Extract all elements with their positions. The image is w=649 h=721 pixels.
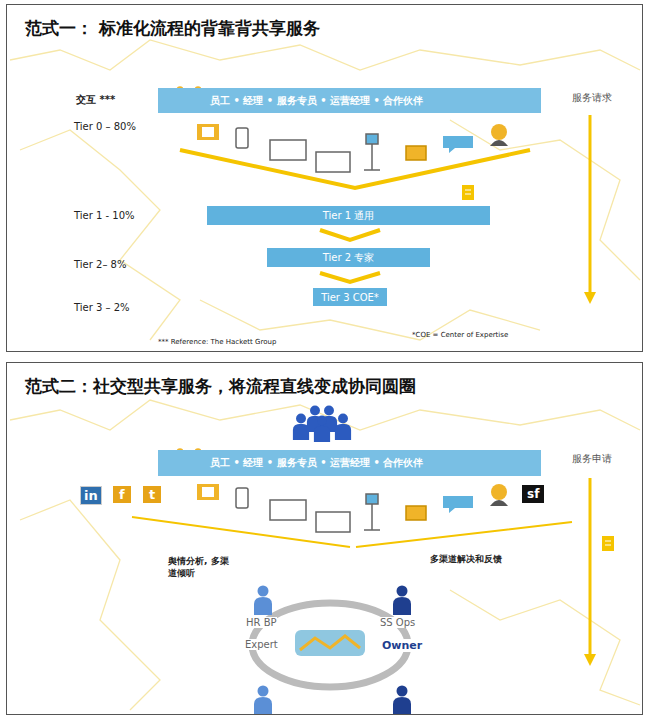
tier-bar: Tier 2 专家 [267,248,430,267]
node-text: 员工 • 经理 • 服务专员 • 运营经理 • 合作伙伴 [210,94,423,108]
panel-title: 范式二：社交型共享服务，将流程直线变成协同圆圈 [25,376,416,396]
role-band: 员工 • 经理 • 服务专员 • 运营经理 • 合作伙伴 [158,88,541,113]
tier-bar: Tier 1 通用 [207,206,490,225]
tier-share: Tier 0 – 80% [74,121,136,132]
social-logo: in [80,486,102,505]
footnote: *** Reference: The Hackett Group [158,338,276,346]
role-label: SS Ops [380,617,415,628]
node-text: Tier 2 专家 [323,251,375,265]
channel-note: 多渠道解决和反馈 [430,553,502,566]
node-text: Tier 1 通用 [323,209,375,223]
tier-share: Tier 2– 8% [74,259,126,270]
social-logo: sf [522,485,544,503]
flow-label: 服务申请 [572,452,612,466]
social-logo: f [113,486,131,503]
tier-share: Tier 3 – 2% [74,302,130,313]
panel-title: 范式一： 标准化流程的背靠背共享服务 [25,18,320,38]
social-logo: t [143,486,161,503]
tier-heading: 交互 *** [76,93,115,107]
channel-note: 舆情分析, 多渠道倾听 [168,556,232,579]
node-text: Tier 3 COE* [321,292,379,303]
node-text: 员工 • 经理 • 服务专员 • 运营经理 • 合作伙伴 [210,456,423,470]
panel: 范式一： 标准化流程的背靠背共享服务员工 • 经理 • 服务专员 • 运营经理 … [6,4,643,352]
footnote: *COE = Center of Expertise [412,331,508,339]
role-label: Expert [245,639,278,650]
role-label: HR BP [246,617,277,628]
panel: 范式二：社交型共享服务，将流程直线变成协同圆圈员工 • 经理 • 服务专员 • … [6,362,643,715]
role-band: 员工 • 经理 • 服务专员 • 运营经理 • 合作伙伴 [158,450,541,476]
tier-bar: Tier 3 COE* [313,288,387,306]
flow-label: 服务请求 [572,91,612,105]
role-label: Owner [382,639,422,652]
tier-share: Tier 1 - 10% [74,210,135,221]
